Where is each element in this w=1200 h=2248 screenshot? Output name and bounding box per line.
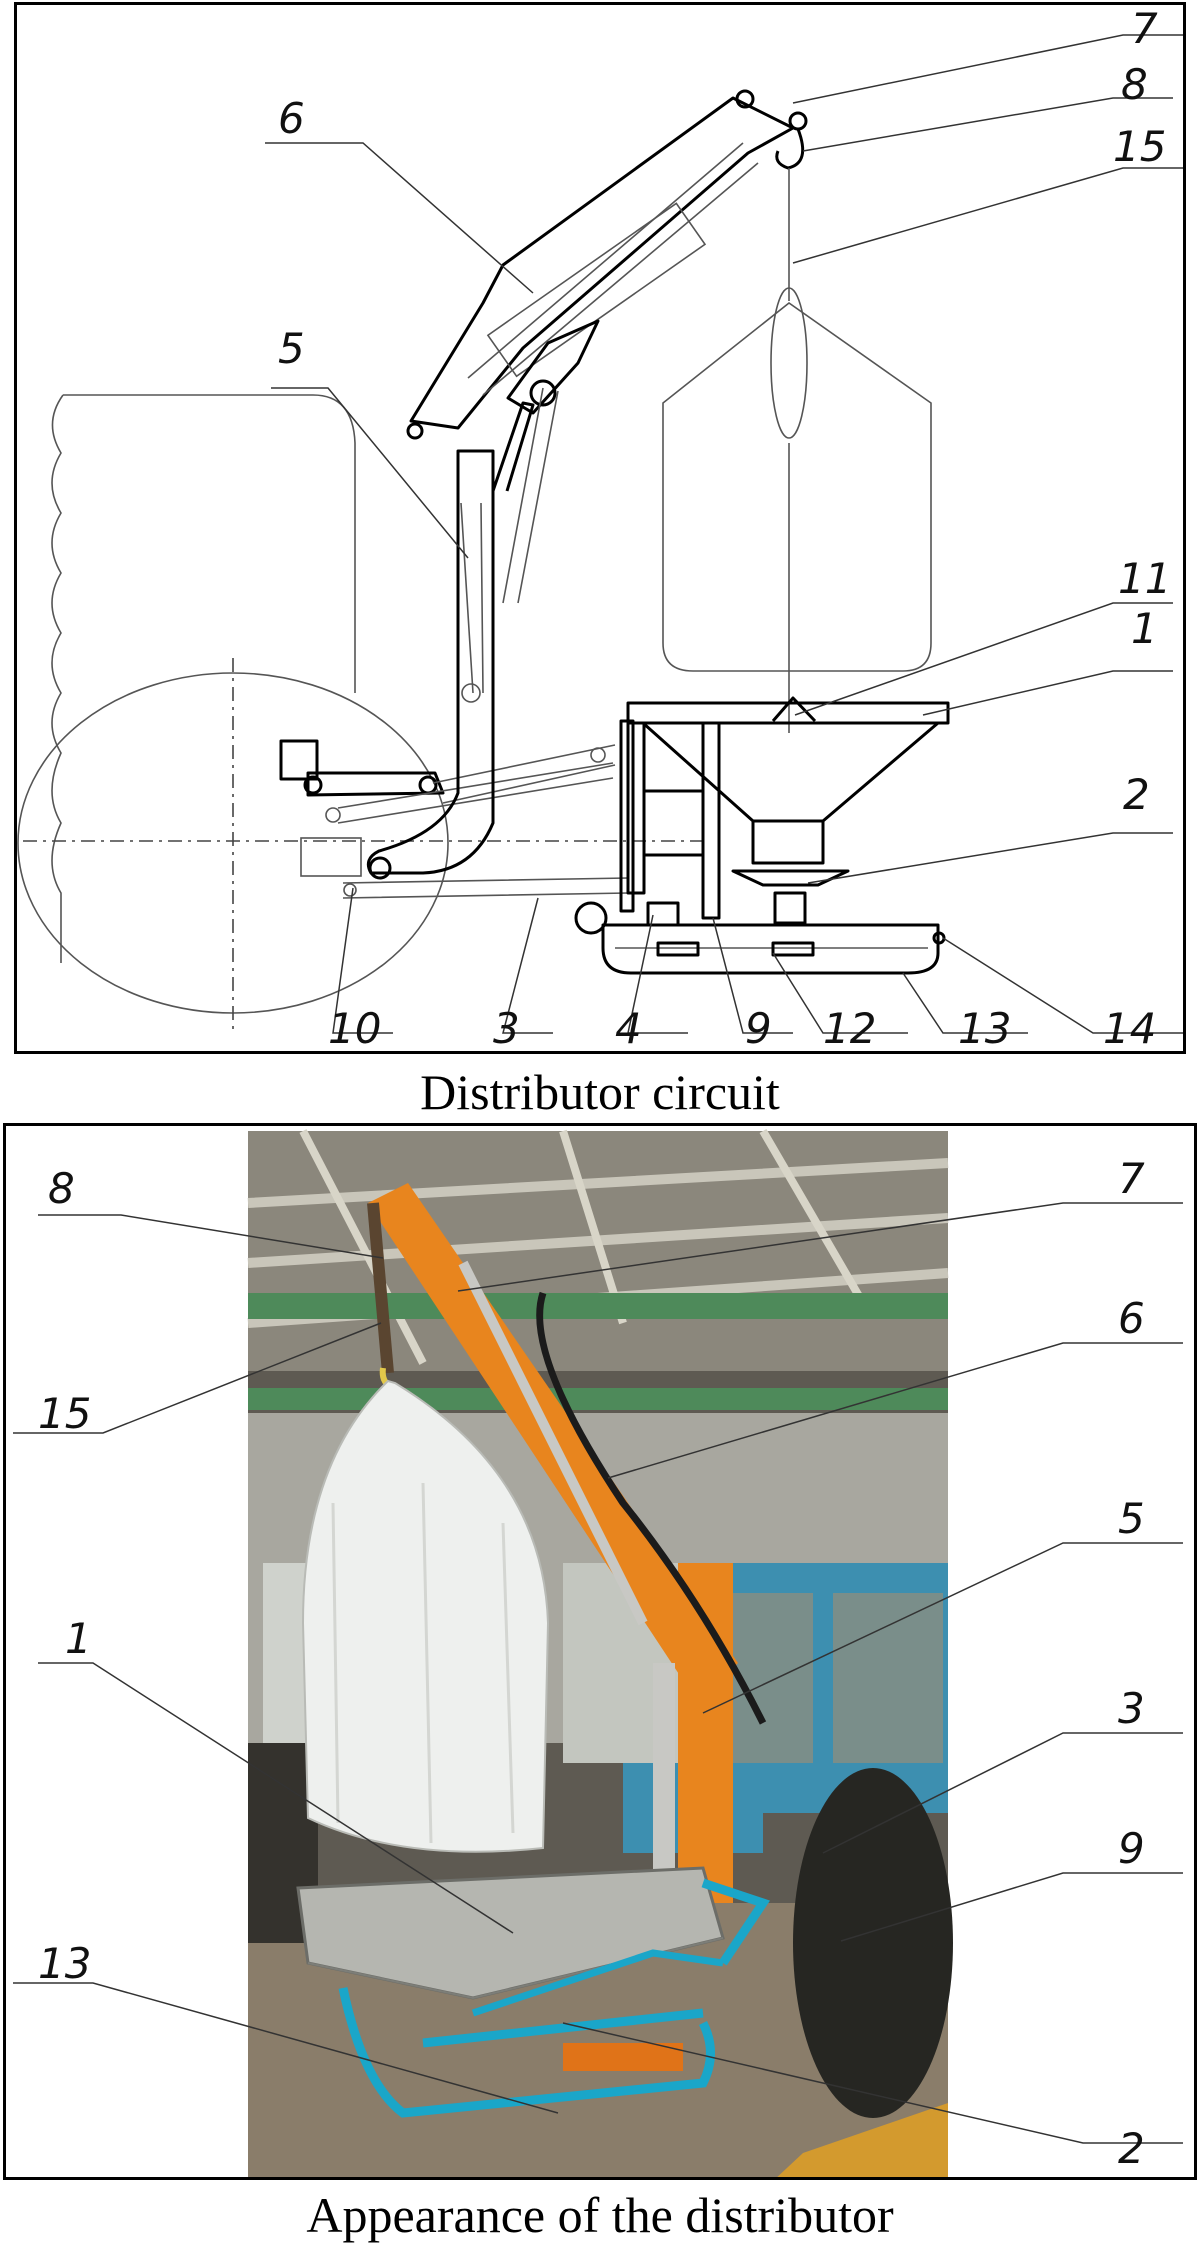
hitch-links xyxy=(279,739,629,935)
callout-label: 3 xyxy=(493,1004,520,1051)
callout-label: 15 xyxy=(38,1389,91,1438)
tractor-outline xyxy=(51,394,356,963)
callout-label: 3 xyxy=(1118,1684,1145,1733)
callout-label: 15 xyxy=(1113,122,1166,171)
callout-label: 9 xyxy=(1118,1824,1145,1873)
callout-label: 5 xyxy=(278,324,305,373)
callout-label: 13 xyxy=(958,1004,1011,1051)
bottom-callout-labels: 8 7 6 15 5 1 3 9 13 2 xyxy=(38,1154,1145,2173)
callout-label: 7 xyxy=(1131,5,1158,53)
callout-label: 12 xyxy=(823,1004,876,1051)
crane-boom xyxy=(368,1183,767,1923)
callout-label: 10 xyxy=(328,1004,381,1051)
boom xyxy=(406,89,808,604)
photo-leader-lines xyxy=(13,1202,1183,2144)
bottom-caption: Appearance of the distributor xyxy=(306,2187,894,2243)
hanging-bag xyxy=(662,287,932,733)
top-caption: Distributor circuit xyxy=(420,1064,780,1120)
callout-label: 11 xyxy=(1118,554,1171,603)
photo-svg: 8 7 6 15 5 1 3 9 13 2 xyxy=(13,1128,1183,2177)
callout-label: 14 xyxy=(1103,1004,1156,1051)
leader-lines xyxy=(265,34,1183,1034)
circuit-svg: 7 8 15 6 5 11 1 2 10 3 4 9 12 13 14 xyxy=(17,5,1183,1051)
fertilizer-bag xyxy=(301,1379,550,1853)
mast xyxy=(366,401,535,875)
top-callout-labels: 7 8 15 6 5 11 1 2 10 3 4 9 12 13 14 xyxy=(278,5,1171,1051)
callout-label: 4 xyxy=(615,1004,642,1051)
distributor-circuit-drawing: 7 8 15 6 5 11 1 2 10 3 4 9 12 13 14 xyxy=(14,2,1186,1054)
cyan-frame xyxy=(338,1878,771,2118)
callout-label: 13 xyxy=(38,1939,91,1988)
callout-label: 9 xyxy=(745,1004,772,1051)
callout-label: 2 xyxy=(1118,2124,1145,2173)
callout-label: 2 xyxy=(1123,770,1150,819)
callout-label: 7 xyxy=(1118,1154,1145,1203)
callout-label: 6 xyxy=(1118,1294,1145,1343)
frame xyxy=(601,719,946,975)
callout-label: 8 xyxy=(1121,60,1148,109)
distributor-photo: 8 7 6 15 5 1 3 9 13 2 xyxy=(3,1123,1197,2180)
callout-label: 6 xyxy=(278,94,305,143)
callout-label: 1 xyxy=(1131,604,1158,653)
callout-label: 8 xyxy=(48,1164,75,1213)
callout-label: 5 xyxy=(1118,1494,1145,1543)
callout-label: 1 xyxy=(65,1614,92,1663)
hopper xyxy=(626,696,950,925)
